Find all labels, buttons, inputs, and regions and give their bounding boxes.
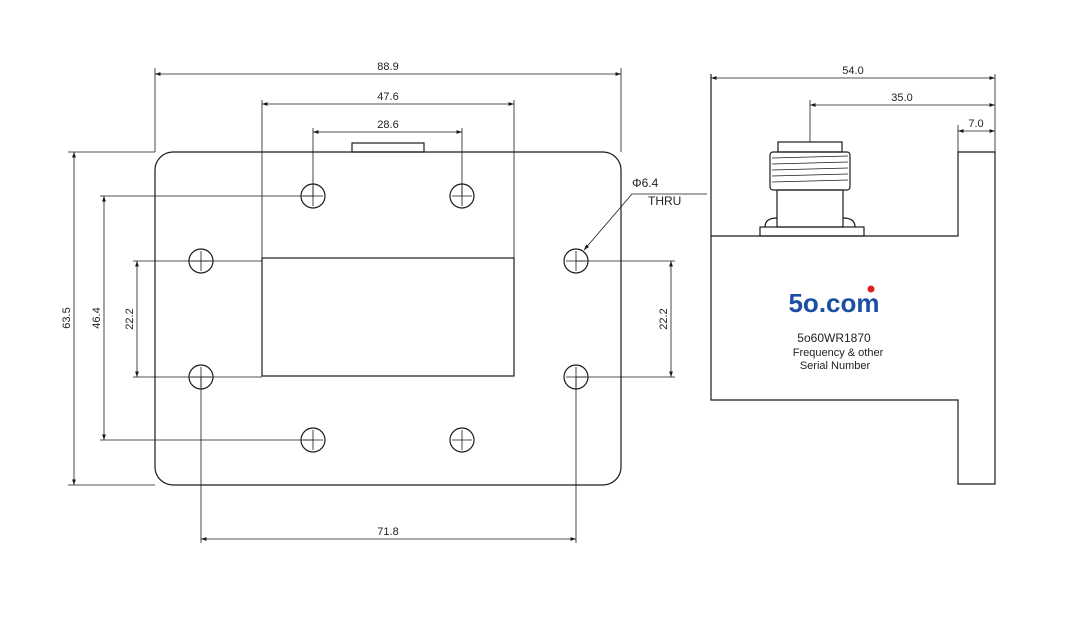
dim-outer-hole-vspacing: 46.4 [91, 307, 103, 328]
brand-suffix: com [826, 288, 879, 318]
callout-hole-diameter: Φ6.4 [632, 176, 659, 190]
mounting-hole [188, 248, 214, 274]
dim-flange-thickness: 7.0 [968, 118, 983, 130]
callout-hole-type: THRU [648, 194, 681, 208]
body-outline [710, 74, 996, 485]
mounting-hole [300, 427, 326, 453]
top-tab [351, 142, 425, 153]
side-view: 54.0 35.0 7.0 5o.com 5o60WR1870 Frequenc… [710, 65, 996, 485]
dim-overall-height: 63.5 [61, 307, 73, 328]
n-connector [759, 141, 865, 237]
mounting-hole [563, 248, 589, 274]
model-number: 5o60WR1870 [797, 331, 871, 345]
dim-aperture-width: 47.6 [377, 91, 398, 103]
dim-inner-hole-vspacing-right: 22.2 [658, 308, 670, 329]
mounting-hole [563, 364, 589, 390]
mounting-hole [449, 183, 475, 209]
brand-red-dot [867, 285, 875, 293]
connector-tip [777, 141, 843, 153]
connector-base [759, 226, 865, 237]
product-label: 5o.com 5o60WR1870 Frequency & other Seri… [788, 285, 884, 372]
flange-outline [154, 151, 622, 486]
dim-bottom-hole-spacing: 71.8 [377, 526, 398, 538]
callout-leader [583, 193, 707, 251]
waveguide-aperture [261, 257, 515, 377]
dim-side-length: 54.0 [842, 65, 863, 77]
dim-overall-width: 88.9 [377, 61, 398, 73]
mounting-hole [449, 427, 475, 453]
connector-fillet [764, 217, 856, 228]
mounting-hole [188, 364, 214, 390]
brand-main: 5o [788, 288, 818, 318]
dim-inner-hole-vspacing-left: 22.2 [124, 308, 136, 329]
dim-connector-offset: 35.0 [891, 92, 912, 104]
label-frequency: Frequency & other [793, 347, 884, 359]
mounting-hole [300, 183, 326, 209]
front-view: 88.9 47.6 28.6 71.8 63.5 46.4 22.2 22.2 … [61, 61, 707, 543]
brand-logo: 5o.com [788, 288, 879, 318]
connector-body [776, 189, 844, 228]
label-serial: Serial Number [800, 360, 871, 372]
brand-dot: . [819, 288, 826, 318]
dim-top-hole-spacing: 28.6 [377, 119, 398, 131]
